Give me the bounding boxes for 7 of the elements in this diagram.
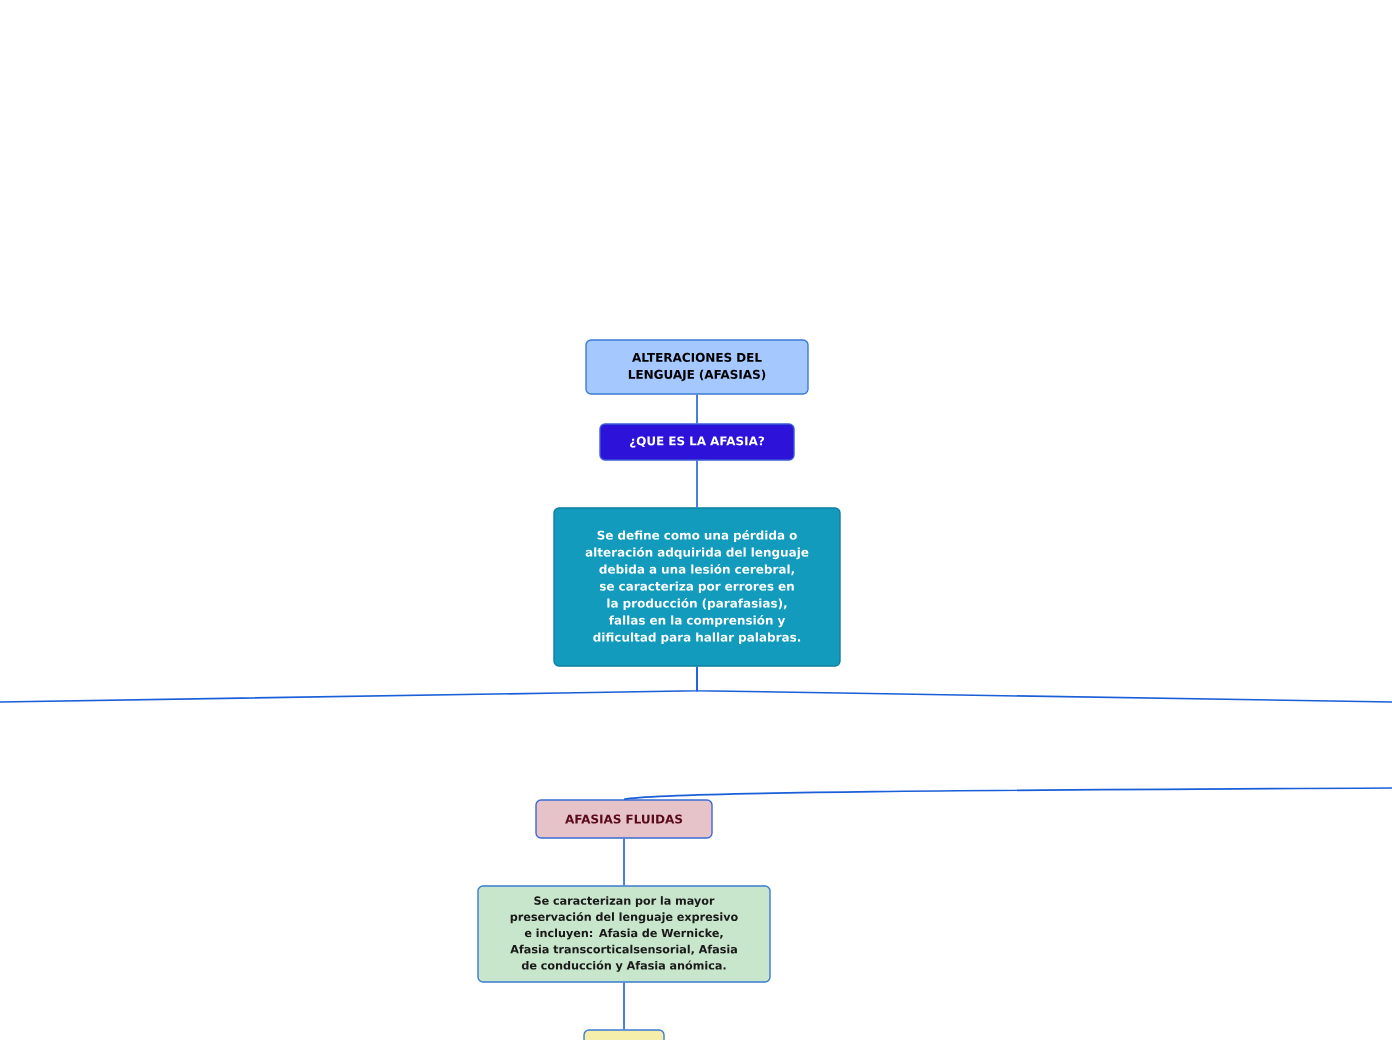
connector-line: [696, 665, 1392, 703]
connector-line: [623, 837, 625, 887]
connector-line: [623, 981, 625, 1031]
connector-line: [696, 393, 698, 425]
connector-line: [623, 787, 1392, 801]
empty-box: [583, 1029, 665, 1040]
connector-line: [696, 459, 698, 509]
